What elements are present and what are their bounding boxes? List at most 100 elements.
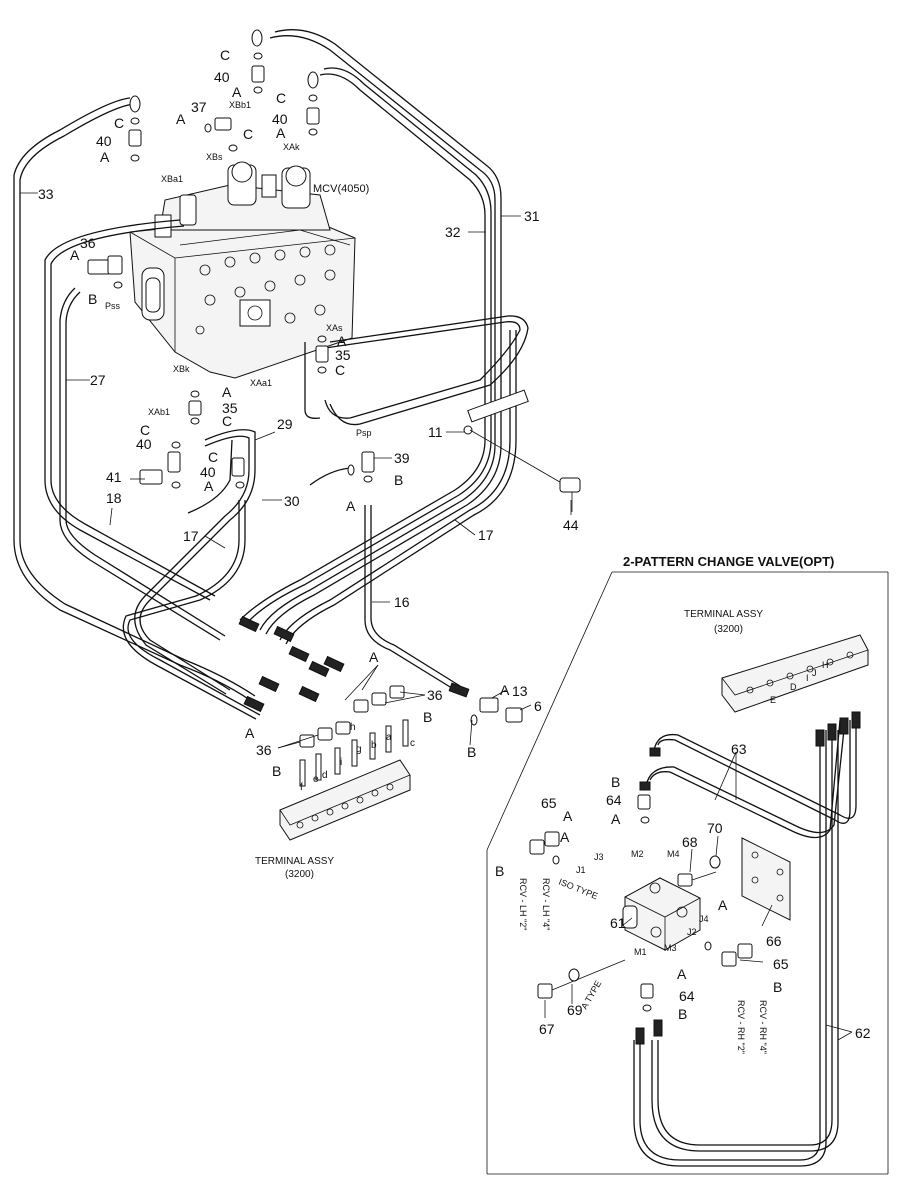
callout-17-left: 17 (183, 528, 199, 544)
callout-31: 31 (524, 208, 540, 224)
callout-11: 11 (428, 424, 443, 440)
main-letters: C A C A C A A C A B A C A C C C A B A A … (70, 47, 510, 793)
inset-port-j: J (812, 668, 817, 678)
callout-33: 33 (38, 186, 54, 202)
letter-c: C (222, 413, 232, 429)
callout-27: 27 (90, 372, 106, 388)
inset-pattern-change-valve: 2-PATTERN CHANGE VALVE(OPT) TERMINAL ASS… (486, 554, 889, 1175)
letter-b: B (394, 472, 403, 488)
callout-39: 39 (394, 450, 410, 466)
inset-a-type: A TYPE (579, 979, 603, 1011)
inset-port-m4: M4 (667, 849, 680, 859)
inset-title: 2-PATTERN CHANGE VALVE(OPT) (623, 554, 834, 569)
callout-65-left: 65 (541, 795, 557, 811)
letter-c: C (243, 126, 253, 142)
callout-44: 44 (563, 517, 579, 533)
letter-c: C (276, 90, 286, 106)
main-callouts: 33 27 18 17 17 16 29 30 31 32 11 44 39 4… (38, 69, 579, 758)
mcv-port-labels: XBb1 XBs XBa1 XAk Pss XAs XBk XAa1 XAb1 … (105, 100, 372, 438)
letter-a-lower: a (386, 732, 392, 743)
letter-a: A (346, 498, 356, 514)
inset-port-i: I (806, 673, 809, 683)
callout-70: 69 (567, 1002, 583, 1018)
terminal-title-main: TERMINAL ASSY (255, 856, 334, 867)
letter-c: C (140, 422, 150, 438)
letter-a: A (337, 333, 347, 349)
inset-port-j3: J3 (594, 852, 604, 862)
letter-b-lower: b (371, 740, 377, 751)
inset-letter-a: A (563, 808, 573, 824)
callout-6: 6 (534, 698, 542, 714)
callout-61: 61 (610, 915, 626, 931)
letter-d-lower: d (322, 770, 328, 781)
callout-64-bottom: 64 (679, 988, 695, 1004)
callout-32: 32 (445, 224, 461, 240)
inset-letter-b: B (611, 774, 620, 790)
callout-40-lower: 40 (136, 436, 152, 452)
callout-40-top: 40 (214, 69, 230, 85)
inset-port-m3: M3 (664, 943, 677, 953)
port-psp: Psp (356, 428, 372, 438)
port-xas: XAs (326, 323, 343, 333)
port-xba1: XBa1 (161, 174, 183, 184)
port-xab1: XAb1 (148, 407, 170, 417)
callout-36-mcv: 36 (80, 235, 96, 251)
rcv-lh-2: RCV - LH "2" (518, 878, 528, 930)
terminal-assy-main: TERMINAL ASSY (3200) (255, 759, 411, 880)
port-pss: Pss (105, 301, 121, 311)
callout-35-right: 35 (335, 347, 351, 363)
letter-a: A (500, 682, 510, 698)
leader-lines (20, 192, 572, 749)
letter-c: C (335, 362, 345, 378)
callout-40-mid: 40 (200, 464, 216, 480)
inset-letter-a: A (560, 829, 570, 845)
letter-e-lower: e (313, 774, 319, 785)
callout-36-term-right: 36 (427, 687, 443, 703)
callout-40-left: 40 (96, 133, 112, 149)
callout-64-top: 64 (606, 792, 622, 808)
fittings (87, 29, 523, 726)
inset-port-e: E (770, 695, 776, 705)
inset-port-m1: M1 (634, 947, 647, 957)
hose-routing (13, 29, 529, 720)
callout-13: 13 (512, 683, 528, 699)
callout-41: 41 (106, 469, 122, 485)
callout-18: 18 (106, 490, 122, 506)
terminal-elbows (299, 685, 409, 787)
letter-a: A (204, 478, 214, 494)
rcv-rh-2: RCV - RH "2" (736, 1000, 746, 1054)
callout-36-term-left: 36 (256, 742, 272, 758)
letter-a: A (100, 149, 110, 165)
inset-letter-b: B (678, 1006, 687, 1022)
mcv-label: MCV(4050) (313, 183, 369, 195)
inset-port-j2: J2 (687, 927, 697, 937)
letter-f-lower: f (300, 782, 303, 793)
letter-c-lower: c (410, 738, 415, 749)
inset-letter-a: A (611, 811, 621, 827)
main-control-valve (129, 161, 356, 379)
callout-67: 67 (539, 1021, 555, 1037)
callout-63: 63 (731, 741, 747, 757)
inset-callouts: 61 62 63 64 64 65 65 66 67 68 70 69 B A … (495, 741, 871, 1041)
letter-b: B (272, 763, 281, 779)
letter-a: A (176, 111, 186, 127)
bolt (469, 429, 581, 512)
letter-a: A (222, 384, 232, 400)
inset-port-j4: J4 (699, 914, 709, 924)
letter-b: B (467, 744, 476, 760)
letter-a: A (276, 125, 286, 141)
inset-letter-a: A (718, 897, 728, 913)
inset-port-j1: J1 (576, 865, 586, 875)
callout-30: 30 (284, 493, 300, 509)
port-xak: XAk (283, 142, 300, 152)
inset-iso-type: ISO TYPE (557, 877, 599, 902)
inset-letter-b: B (773, 979, 782, 995)
callout-16: 16 (394, 594, 410, 610)
port-xbb1: XBb1 (229, 100, 251, 110)
callout-68: 68 (682, 834, 698, 850)
callout-69: 70 (707, 820, 723, 836)
letter-a: A (369, 649, 379, 665)
letter-h-lower: h (350, 722, 356, 733)
port-xbk: XBk (173, 364, 190, 374)
